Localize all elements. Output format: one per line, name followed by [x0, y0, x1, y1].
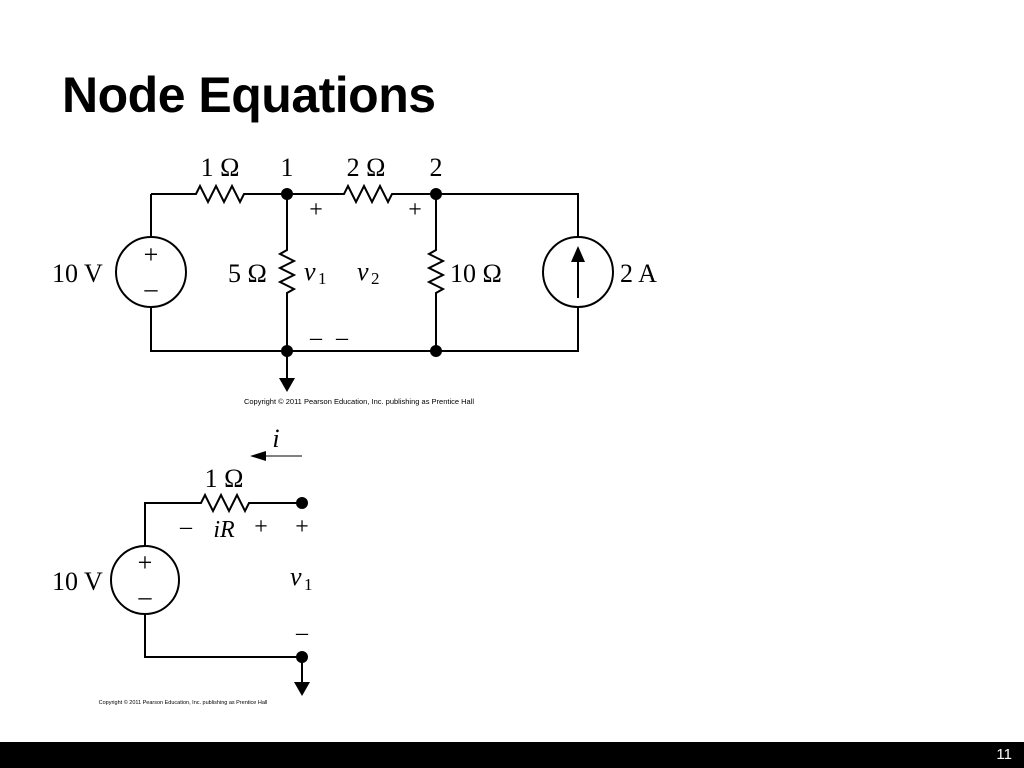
- c2-bottom-wire: [144, 614, 303, 684]
- c2-top-node-dot: [296, 497, 308, 509]
- c1-vsource-minus: –: [144, 274, 159, 303]
- c2-v1-minus: –: [295, 620, 309, 646]
- c1-v2-var: v: [357, 257, 369, 286]
- c2-copyright: Copyright © 2011 Pearson Education, Inc.…: [99, 699, 268, 706]
- c1-v2-minus: –: [335, 325, 349, 351]
- c2-v1-sub: 1: [304, 575, 313, 594]
- c1-node-1-dot: [281, 188, 293, 200]
- c1-node-1-label: 1: [281, 153, 294, 182]
- c1-vsource-label: 10 V: [52, 259, 103, 288]
- c1-r10-label: 10 Ω: [450, 259, 502, 288]
- c1-top-wire: [151, 183, 579, 237]
- c1-vsource-plus: +: [144, 240, 159, 269]
- c1-left-wire: [150, 194, 579, 352]
- c1-v1-minus: –: [309, 325, 323, 351]
- c1-current-arrow-icon: [571, 246, 585, 262]
- c2-ground-symbol: [294, 682, 310, 696]
- c2-r1-label: 1 Ω: [205, 464, 244, 493]
- c2-v1-plus: +: [295, 514, 309, 540]
- footer-bar: 11: [0, 742, 1024, 768]
- c1-ground-symbol: [279, 378, 295, 392]
- c2-current-label: i: [272, 424, 279, 453]
- c1-v1-plus: +: [309, 197, 323, 223]
- c2-ir-plus: +: [254, 514, 268, 540]
- circuit-diagrams: + – 1 Ω 1 2 Ω 2 10 V 5 Ω 10 Ω 2 A + + – …: [52, 153, 657, 706]
- c1-voltage-source: [115, 236, 187, 308]
- c1-r2-label: 2 Ω: [347, 153, 386, 182]
- c1-v2-plus: +: [408, 197, 422, 223]
- c1-current-source: [542, 236, 614, 308]
- c2-current-arrow-icon: [250, 451, 266, 461]
- c1-copyright: Copyright © 2011 Pearson Education, Inc.…: [244, 397, 474, 406]
- c1-v1-var: v: [304, 257, 316, 286]
- c2-vsource-plus: +: [138, 548, 153, 577]
- c2-ir-label: iR: [213, 517, 235, 543]
- c1-r5-label: 5 Ω: [228, 259, 267, 288]
- c1-10ohm-branch: [426, 194, 446, 351]
- c2-ir-minus: –: [179, 514, 193, 540]
- c2-voltage-source: [110, 545, 180, 615]
- c1-r1-label: 1 Ω: [201, 153, 240, 182]
- c2-vsource-label: 10 V: [52, 567, 103, 596]
- c2-top-wire: [144, 492, 302, 546]
- page-number: 11: [996, 746, 1012, 763]
- circuit-1: + – 1 Ω 1 2 Ω 2 10 V 5 Ω 10 Ω 2 A + + – …: [52, 153, 657, 406]
- c1-node-2-dot: [430, 188, 442, 200]
- c1-isource-label: 2 A: [620, 259, 657, 288]
- circuit-2: i + – 1 Ω 10 V – iR + + v 1 – Copyright …: [52, 424, 313, 706]
- c2-bottom-node-dot: [296, 651, 308, 663]
- c1-ground-node-dot: [281, 345, 293, 357]
- slide-title: Node Equations: [62, 67, 436, 123]
- c1-node-2-label: 2: [430, 153, 443, 182]
- c1-5ohm-branch: [277, 194, 297, 351]
- c1-v2-sub: 2: [371, 269, 380, 288]
- c1-v1-sub: 1: [318, 269, 327, 288]
- c1-bottom-node-dot: [430, 345, 442, 357]
- c2-vsource-minus: –: [138, 582, 153, 611]
- c2-v1-var: v: [290, 562, 302, 591]
